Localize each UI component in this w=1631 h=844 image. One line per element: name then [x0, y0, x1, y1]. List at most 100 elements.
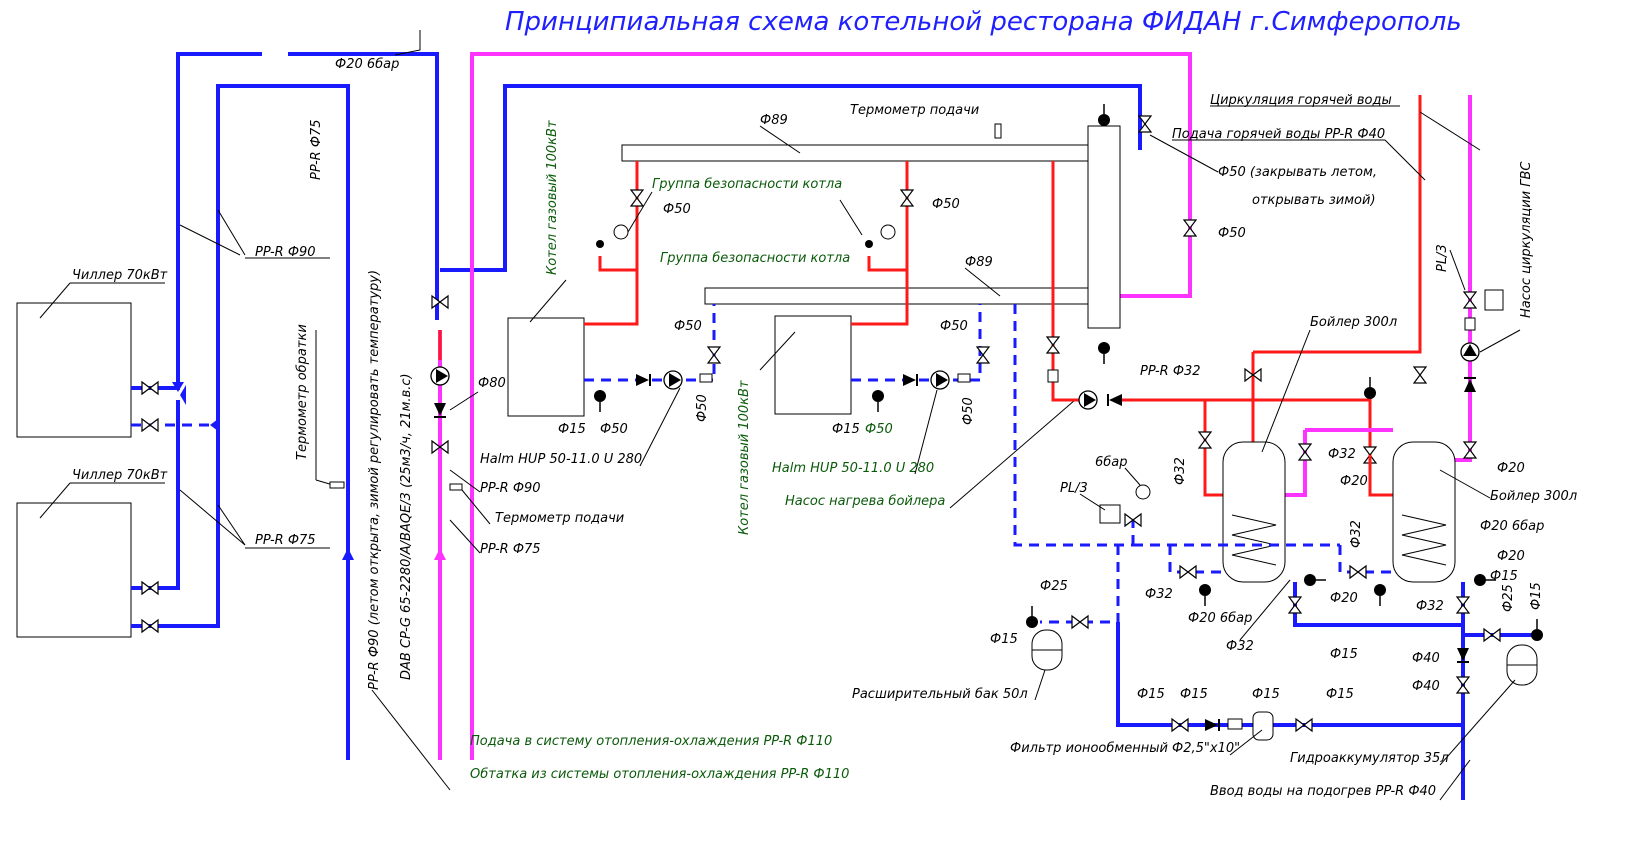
gvs-pump[interactable] — [1460, 342, 1480, 362]
label-f20-a: Ф20 — [1340, 474, 1368, 489]
drain-f15-a[interactable] — [1025, 605, 1039, 629]
chiller2-valve-b[interactable] — [141, 619, 159, 633]
drain-f20-a[interactable] — [1303, 573, 1327, 587]
label-f20-b: Ф20 — [1497, 461, 1525, 476]
boiler1-pump[interactable] — [663, 370, 683, 390]
gvs-check[interactable] — [1463, 377, 1477, 393]
label-water-in: Ввод воды на подогрев PP-R Ф40 — [1210, 784, 1436, 799]
label-f15-a: Ф15 — [558, 422, 586, 437]
main-pump-dab[interactable] — [430, 366, 450, 386]
label-filter: Фильтр ионообменный Ф2,5"х10" — [1010, 741, 1240, 756]
label-f15-e: Ф15 — [1529, 582, 1544, 610]
boiler1-valve-supply[interactable] — [630, 189, 644, 207]
drain-f15-c[interactable] — [1373, 583, 1387, 607]
label-f15-i: Ф15 — [1326, 687, 1354, 702]
valve-f25-b[interactable] — [1483, 628, 1501, 642]
label-f50-right: Ф50 — [1218, 226, 1246, 241]
label-halm-2: Halm HUP 50-11.0 U 280 — [772, 461, 934, 476]
label-f32-f: Ф32 — [1416, 599, 1444, 614]
chiller-1-label: Чиллер 70кВт — [72, 268, 168, 283]
header-f89-mid — [704, 287, 1093, 305]
chiller-1 — [16, 302, 132, 438]
loop-vent — [1363, 376, 1377, 400]
label-f89-mid: Ф89 — [965, 255, 993, 270]
label-boiler-1: Котел газовый 100кВт — [545, 120, 560, 275]
label-boiler300-b: Бойлер 300л — [1490, 489, 1577, 504]
boiler2-pump[interactable] — [930, 370, 950, 390]
label-f50-h: Ф50 — [961, 397, 976, 425]
label-f50-f: Ф50 — [940, 319, 968, 334]
boiler2-valve-supply[interactable] — [900, 189, 914, 207]
label-f50-b: Ф50 — [674, 319, 702, 334]
valve-f20-mid[interactable] — [1298, 443, 1312, 461]
label-pl3-top: PL/3 — [1435, 244, 1450, 272]
label-return-main: Обтатка из системы отопления-охлаждения … — [470, 767, 849, 782]
valve-f32-left[interactable] — [1198, 431, 1212, 449]
chiller1-valve-b[interactable] — [141, 418, 159, 432]
valve-f32-a[interactable] — [1179, 565, 1197, 579]
label-f15-c: Ф15 — [1330, 647, 1358, 662]
valve-f25-a[interactable] — [1071, 615, 1089, 629]
boiler1-valve-return[interactable] — [707, 346, 721, 364]
chiller-2-label: Чиллер 70кВт — [72, 468, 168, 483]
label-pump-boiler: Насос нагрева бойлера — [785, 494, 945, 509]
label-hot-supply: Подача горячей воды PP-R Ф40 — [1172, 127, 1385, 142]
check-f40[interactable] — [1456, 647, 1470, 663]
label-pl3-mid: PL/3 — [1060, 481, 1088, 496]
valve-f50-pink[interactable] — [1183, 219, 1197, 237]
valve-f32-b[interactable] — [1349, 565, 1367, 579]
gas-boiler-2 — [774, 315, 852, 415]
boiler-heating-check[interactable] — [1107, 393, 1123, 407]
label-pprr90-left: PP-R Ф90 — [255, 245, 316, 260]
chiller-2 — [16, 502, 132, 638]
boiler2-drain[interactable] — [871, 389, 885, 413]
chiller2-valve-a[interactable] — [141, 581, 159, 595]
check-f15[interactable] — [1204, 718, 1220, 732]
label-safety-1: Группа безопасности котла — [652, 177, 842, 192]
label-f20-d: Ф20 — [1497, 549, 1525, 564]
valve-f32-d[interactable] — [1456, 596, 1470, 614]
label-thermo-supply-low: Термометр подачи — [495, 511, 624, 526]
gvs-valve-top[interactable] — [1463, 291, 1477, 309]
label-pump-gvs: Насос циркуляции ГВС — [1519, 161, 1534, 318]
separator-drain[interactable] — [1097, 341, 1111, 365]
main-check-valve[interactable] — [433, 402, 447, 418]
label-dab-pump: DAB CP-G 65-2280/A/BAQE/3 (25м3/ч, 21м.в… — [399, 373, 414, 680]
valve-f20-pink[interactable] — [1463, 441, 1477, 459]
label-supply-main: Подача в систему отопления-охлаждения PP… — [470, 734, 832, 749]
label-f32-e: Ф32 — [1226, 639, 1254, 654]
valve-f40[interactable] — [1456, 676, 1470, 694]
boiler2-check[interactable] — [902, 373, 918, 387]
separator-vent — [1097, 103, 1111, 127]
page-title: Принципиальная схема котельной ресторана… — [505, 7, 1462, 37]
ion-filter — [1252, 711, 1274, 741]
label-thermo-supply-top: Термометр подачи — [850, 103, 979, 118]
label-f32-d: Ф32 — [1145, 587, 1173, 602]
label-f32-b: Ф32 — [1328, 447, 1356, 462]
chiller1-valve-a[interactable] — [141, 381, 159, 395]
valve-f50-hot[interactable] — [1413, 366, 1427, 384]
valve-f32-c[interactable] — [1288, 596, 1302, 614]
valve-f15-f[interactable] — [1295, 718, 1313, 732]
loop-valve[interactable] — [1046, 336, 1060, 354]
boiler1-drain[interactable] — [593, 389, 607, 413]
label-f50-c: Ф50 — [600, 422, 628, 437]
main-valve-top[interactable] — [431, 295, 449, 309]
label-f50-a: Ф50 — [663, 202, 691, 217]
drain-f15-b[interactable] — [1530, 618, 1544, 642]
valve-f15-e[interactable] — [1171, 718, 1189, 732]
boiler1-check[interactable] — [635, 373, 651, 387]
label-f80: Ф80 — [478, 376, 506, 391]
label-f15-h: Ф15 — [1252, 687, 1280, 702]
gas-boiler-1 — [507, 317, 585, 417]
label-f40-a: Ф40 — [1412, 651, 1440, 666]
label-f50-summer: Ф50 (закрывать летом, — [1218, 165, 1377, 180]
boiler-heating-pump[interactable] — [1078, 390, 1098, 410]
label-ppr90-mid: PP-R Ф90 — [480, 481, 541, 496]
label-thermo-return: Термометр обратки — [295, 324, 310, 460]
label-ppr32: PP-R Ф32 — [1140, 364, 1201, 379]
drain-f15-d[interactable] — [1198, 583, 1212, 607]
label-accum: Гидроаккумулятор 35л — [1290, 751, 1449, 766]
hot-water-main — [470, 52, 1192, 760]
